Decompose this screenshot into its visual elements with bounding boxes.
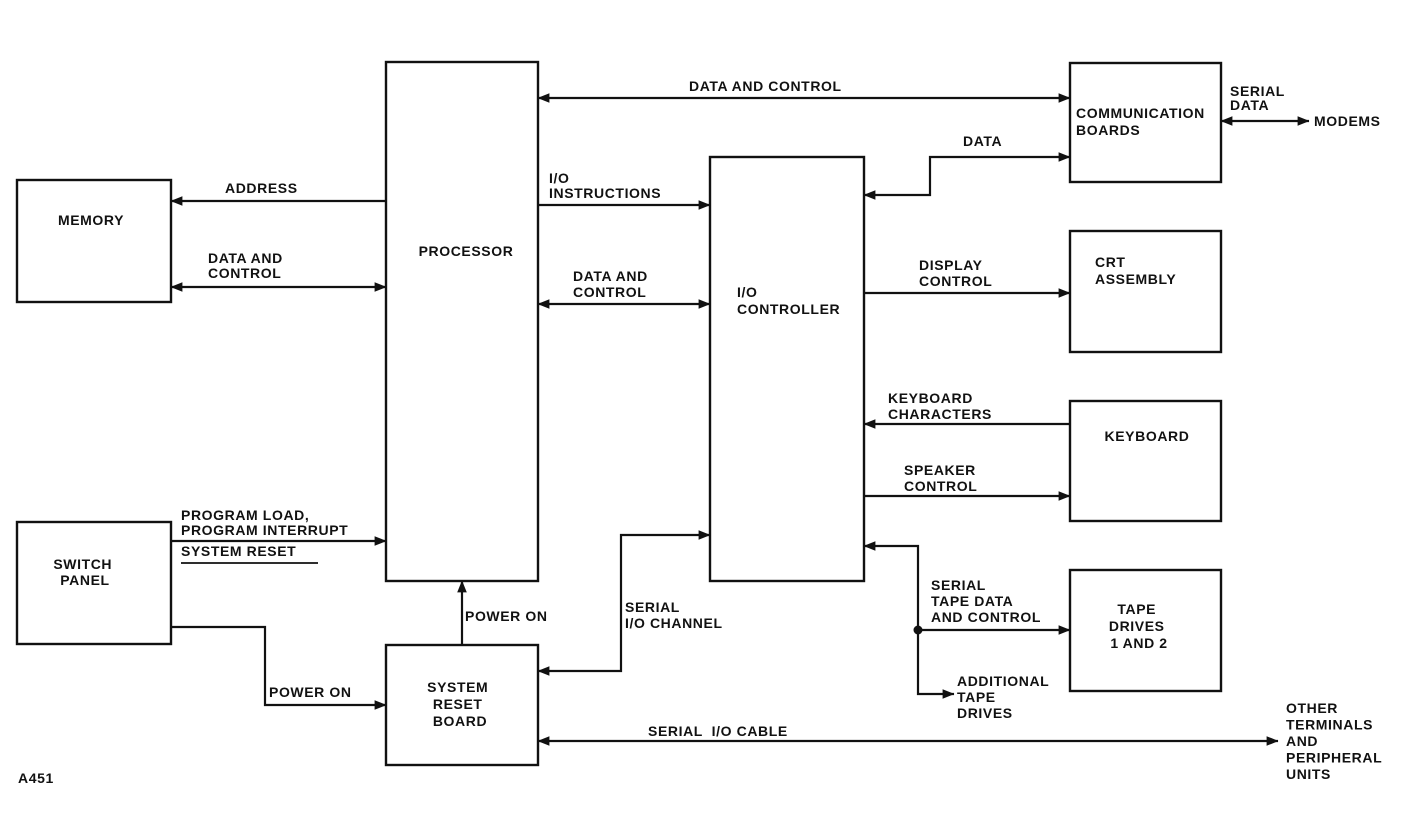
label-address: ADDRESS	[225, 180, 298, 196]
label-speaker-control: SPEAKER CONTROL	[904, 462, 980, 494]
link-switch-processor: PROGRAM LOAD, PROGRAM INTERRUPT SYSTEM R…	[171, 507, 387, 564]
io-controller-block: I/O CONTROLLER	[708, 155, 866, 583]
label-serial-tape-data: SERIAL TAPE DATA AND CONTROL	[931, 577, 1041, 625]
link-reset-processor-power: POWER ON	[457, 580, 548, 645]
label-io-data-and-control: DATA AND CONTROL	[573, 268, 652, 300]
system-reset-board-label: SYSTEM RESET BOARD	[427, 679, 493, 729]
link-memory-data-control: DATA AND CONTROL	[170, 250, 387, 292]
communication-boards-block: COMMUNICATION BOARDS	[1068, 61, 1223, 184]
figure-id: A451	[18, 770, 54, 786]
other-terminals-label: OTHER TERMINALS AND PERIPHERAL UNITS	[1286, 700, 1386, 782]
link-processor-communication: DATA AND CONTROL	[537, 78, 1071, 103]
link-address: ADDRESS	[170, 180, 386, 206]
tape-drives-block: TAPE DRIVES 1 AND 2	[1068, 568, 1223, 693]
link-serial-io-cable: SERIAL I/O CABLE OTHER TERMINALS AND PER…	[537, 700, 1386, 782]
label-additional-tape-drives: ADDITIONAL TAPE DRIVES	[957, 673, 1054, 721]
label-system-reset: SYSTEM RESET	[181, 543, 296, 559]
memory-label: MEMORY	[58, 212, 124, 228]
label-keyboard-characters: KEYBOARD CHARACTERS	[888, 390, 992, 422]
label-power-on-processor: POWER ON	[465, 608, 548, 624]
processor-block: PROCESSOR	[384, 60, 540, 583]
label-serial-io-channel: SERIAL I/O CHANNEL	[625, 599, 723, 631]
crt-assembly-block: CRT ASSEMBLY	[1068, 229, 1223, 354]
link-keyboard-characters: KEYBOARD CHARACTERS	[863, 390, 1070, 429]
label-data: DATA	[963, 133, 1002, 149]
link-switch-reset-power: POWER ON	[171, 625, 387, 710]
communication-boards-label: COMMUNICATION BOARDS	[1076, 105, 1209, 138]
tape-drives-label: TAPE DRIVES 1 AND 2	[1109, 601, 1169, 651]
label-data-and-control-top: DATA AND CONTROL	[689, 78, 842, 94]
label-display-control: DISPLAY CONTROL	[919, 257, 992, 289]
junction-dot	[913, 625, 923, 635]
modems-label: MODEMS	[1314, 113, 1381, 129]
link-processor-io-data-control: DATA AND CONTROL	[537, 268, 711, 309]
switch-panel-label: SWITCH PANEL	[53, 556, 116, 588]
io-controller-label: I/O CONTROLLER	[737, 284, 840, 317]
link-display-control: DISPLAY CONTROL	[864, 257, 1071, 298]
link-serial-io-channel: SERIAL I/O CHANNEL	[537, 530, 723, 676]
keyboard-label: KEYBOARD	[1105, 428, 1190, 444]
keyboard-block: KEYBOARD	[1068, 399, 1223, 523]
switch-panel-block: SWITCH PANEL	[15, 520, 173, 646]
label-serial-data: SERIAL DATA	[1230, 83, 1289, 113]
memory-block: MEMORY	[15, 178, 173, 304]
processor-label: PROCESSOR	[419, 243, 514, 259]
system-reset-board-block: SYSTEM RESET BOARD	[384, 643, 540, 767]
label-serial-io-cable: SERIAL I/O CABLE	[648, 723, 810, 739]
label-memory-data-and-control: DATA AND CONTROL	[208, 250, 287, 281]
link-speaker-control: SPEAKER CONTROL	[864, 462, 1071, 501]
link-serial-tape: SERIAL TAPE DATA AND CONTROL ADDITIONAL …	[863, 541, 1071, 721]
label-program-load: PROGRAM LOAD, PROGRAM INTERRUPT	[181, 507, 348, 538]
link-io-instructions: I/O INSTRUCTIONS	[538, 170, 711, 210]
crt-assembly-label: CRT ASSEMBLY	[1095, 254, 1176, 287]
link-io-communication-data: DATA	[863, 133, 1071, 200]
label-io-instructions: I/O INSTRUCTIONS	[549, 170, 661, 201]
label-power-on-switch: POWER ON	[269, 684, 352, 700]
link-communication-modems: SERIAL DATA MODEMS	[1220, 83, 1381, 129]
